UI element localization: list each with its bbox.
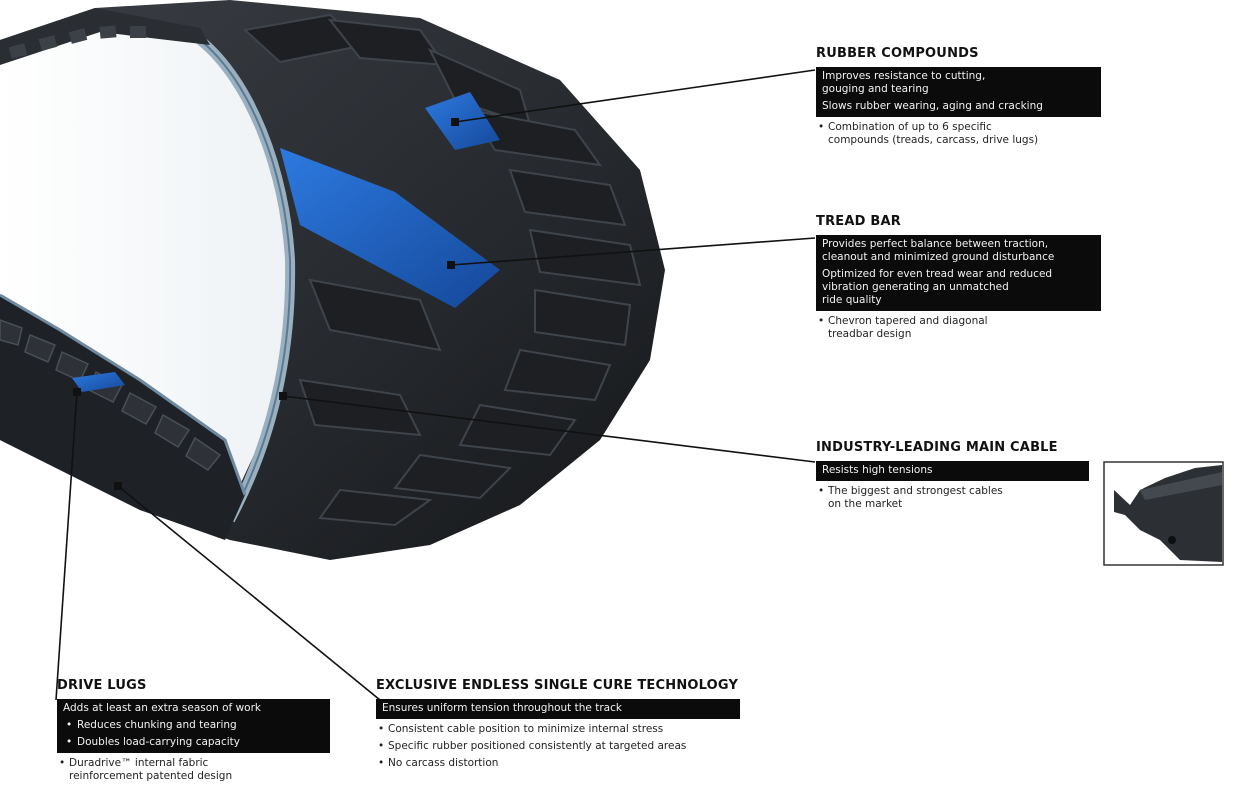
box-line: Improves resistance to cutting, gouging … [822, 70, 986, 95]
callout-box: Adds at least an extra season of work Re… [57, 699, 330, 753]
callout-tread-bar: TREAD BAR Provides perfect balance betwe… [816, 214, 1101, 345]
cable-detail-thumbnail [1103, 461, 1224, 566]
callout-rubber-compounds: RUBBER COMPOUNDS Improves resistance to … [816, 46, 1101, 151]
bullet-item: Combination of up to 6 specific compound… [816, 121, 1101, 147]
box-line: Ensures uniform tension throughout the t… [382, 702, 622, 714]
callout-title: DRIVE LUGS [57, 678, 147, 693]
callout-title: INDUSTRY-LEADING MAIN CABLE [816, 440, 1058, 455]
bullet-list: Consistent cable position to minimize in… [376, 723, 740, 770]
box-line: Slows rubber wearing, aging and cracking [822, 100, 1043, 112]
bullet-item: Duradrive™ internal fabric reinforcement… [57, 757, 330, 783]
callout-main-cable: INDUSTRY-LEADING MAIN CABLE Resists high… [816, 440, 1089, 515]
leader-lines [55, 69, 816, 701]
bullet-item: No carcass distortion [376, 757, 740, 770]
top-lugs [8, 25, 146, 59]
bullet-list: Combination of up to 6 specific compound… [816, 121, 1101, 147]
tread-bar-highlight [280, 148, 500, 308]
callout-drive-lugs: DRIVE LUGS Adds at least an extra season… [57, 678, 330, 787]
box-line: Resists high tensions [822, 464, 933, 476]
bullet-list: Duradrive™ internal fabric reinforcement… [57, 757, 330, 783]
drive-lug-highlight [72, 372, 125, 392]
box-line: Optimized for even tread wear and reduce… [822, 268, 1053, 306]
callout-box: Ensures uniform tension throughout the t… [376, 699, 740, 719]
track-top-band [0, 8, 210, 65]
leader-dots [73, 118, 459, 490]
bullet-item: The biggest and strongest cables on the … [816, 485, 1089, 511]
callout-box: Improves resistance to cutting, gouging … [816, 67, 1101, 117]
callout-title: TREAD BAR [816, 214, 901, 229]
callout-title: EXCLUSIVE ENDLESS SINGLE CURE TECHNOLOGY [376, 678, 739, 693]
callout-box: Resists high tensions [816, 461, 1089, 481]
box-line: Adds at least an extra season of work [63, 702, 262, 714]
callout-endless-cure: EXCLUSIVE ENDLESS SINGLE CURE TECHNOLOGY… [376, 678, 740, 774]
bullet-list: Chevron tapered and diagonal treadbar de… [816, 315, 1101, 341]
bullet-item: Chevron tapered and diagonal treadbar de… [816, 315, 1101, 341]
box-line: Provides perfect balance between tractio… [822, 238, 1055, 263]
box-bullet-item: Doubles load-carrying capacity [63, 736, 324, 749]
box-bullet-list: Reduces chunking and tearing Doubles loa… [63, 719, 324, 749]
callout-title: RUBBER COMPOUNDS [816, 46, 979, 61]
bullet-list: The biggest and strongest cables on the … [816, 485, 1089, 511]
box-bullet-item: Reduces chunking and tearing [63, 719, 324, 732]
bullet-item: Specific rubber positioned consistently … [376, 740, 740, 753]
callout-box: Provides perfect balance between tractio… [816, 235, 1101, 311]
bullet-item: Consistent cable position to minimize in… [376, 723, 740, 736]
